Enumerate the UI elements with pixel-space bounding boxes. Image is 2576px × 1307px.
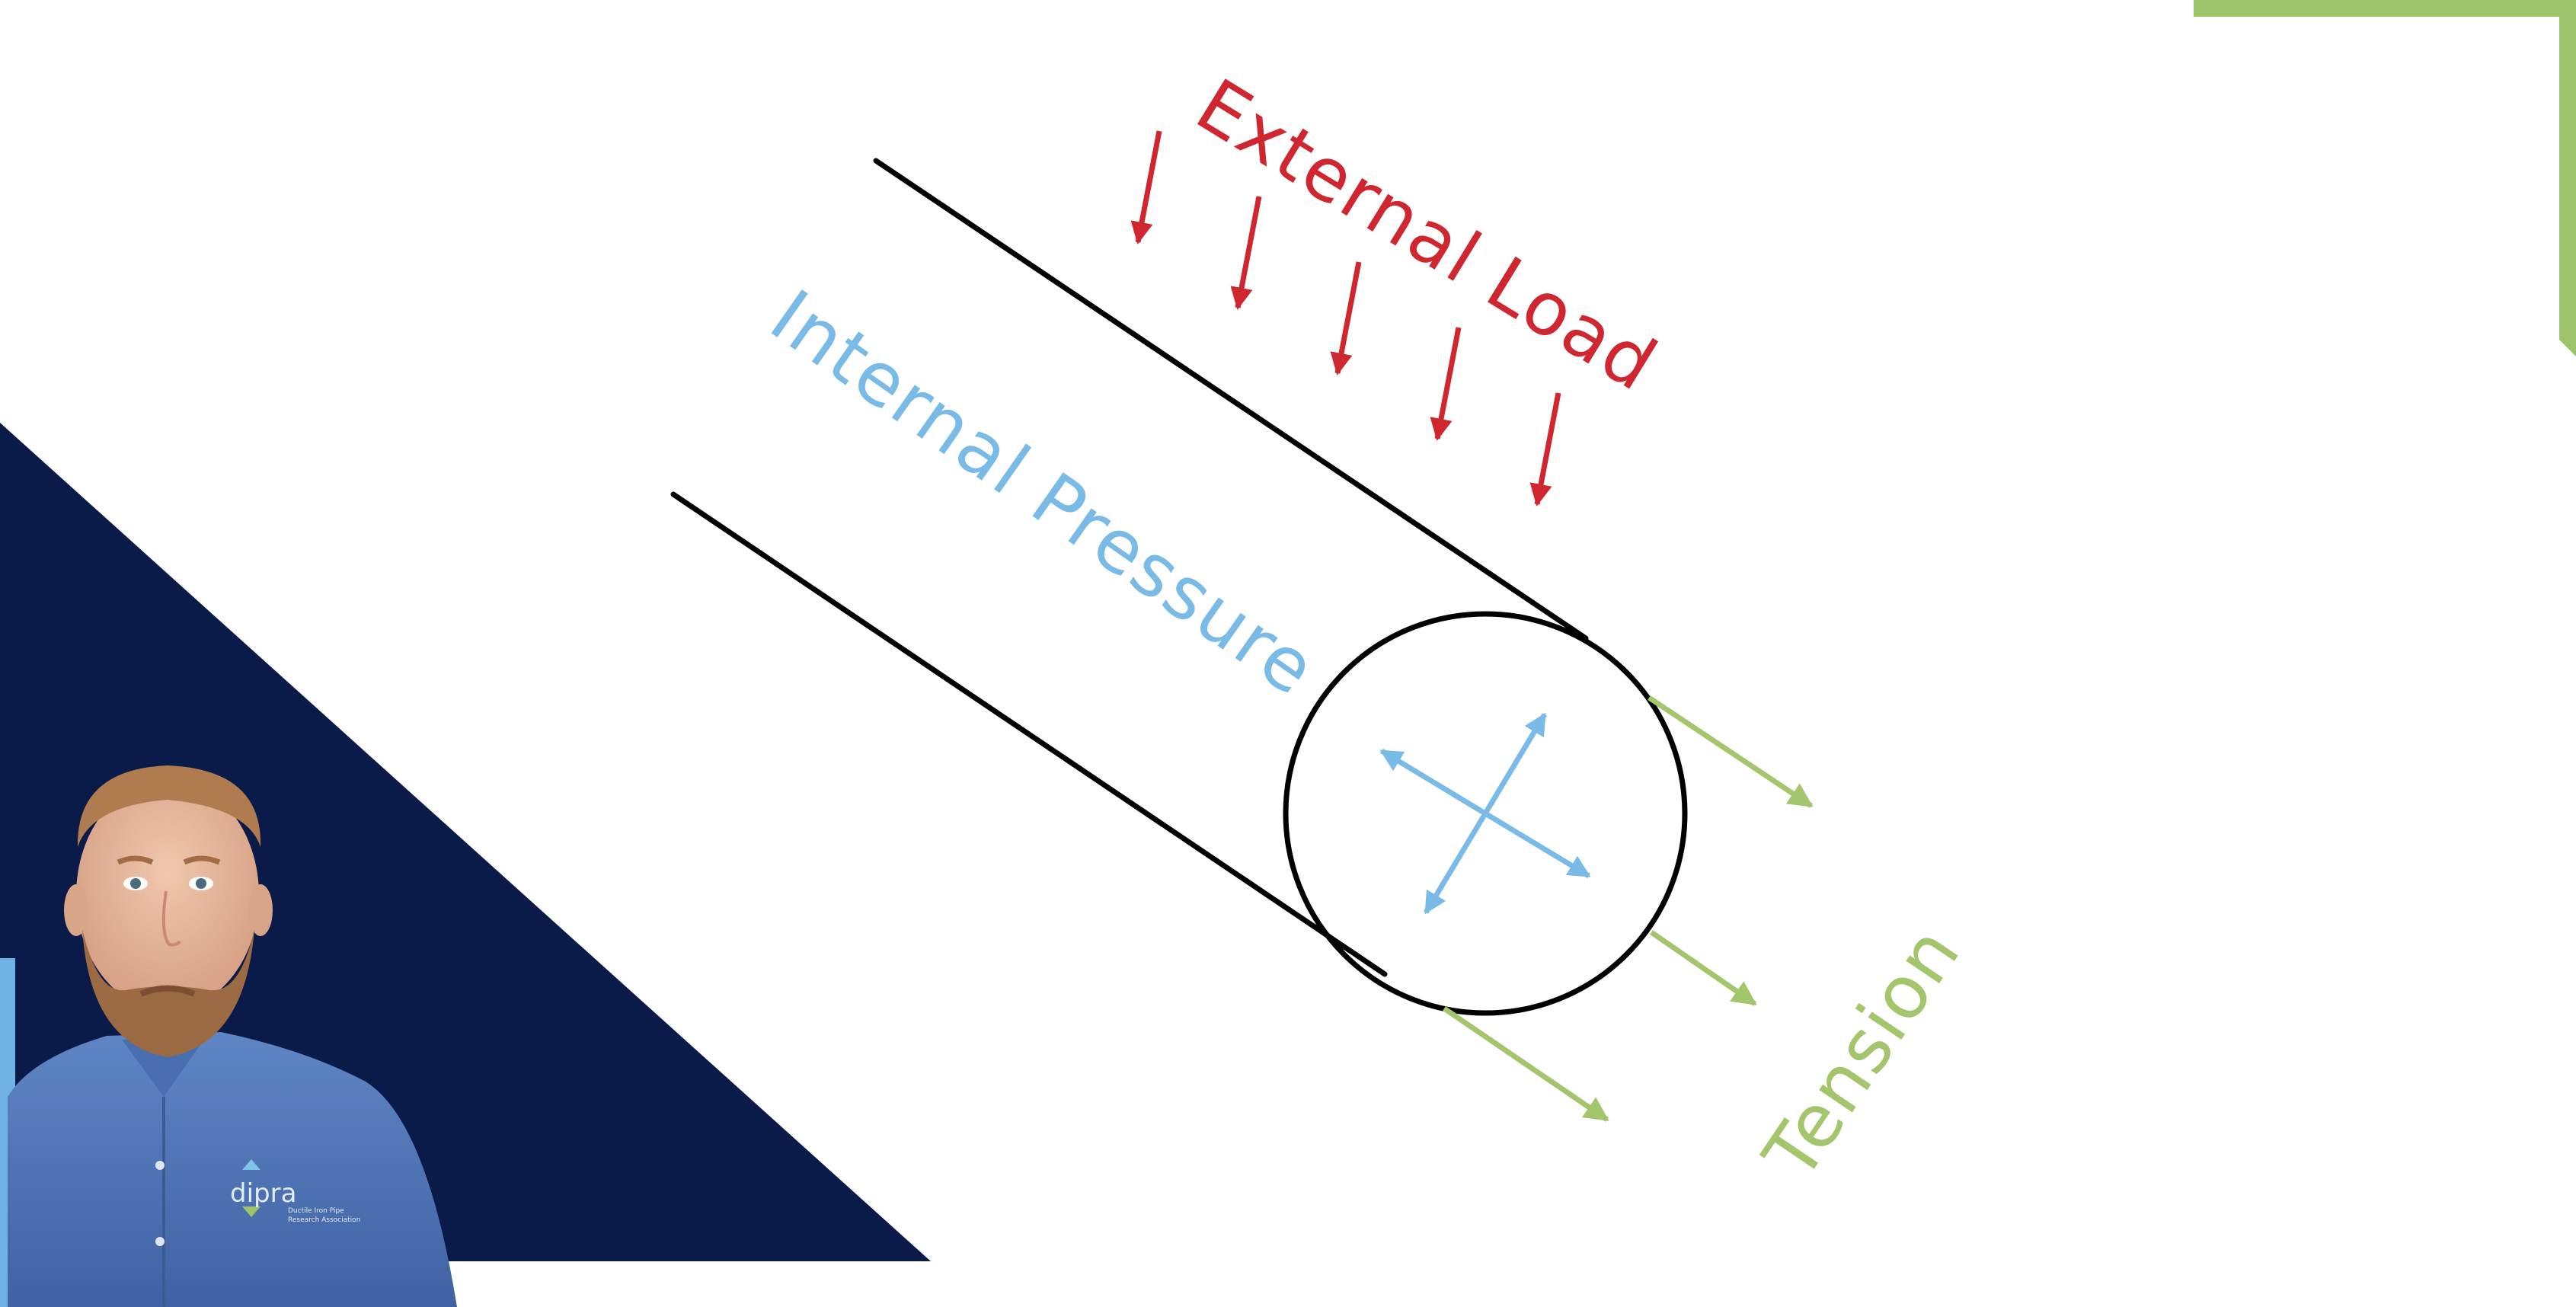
arrow-diagonal-icon	[1648, 695, 1814, 808]
arrow-down-icon	[1330, 261, 1362, 375]
internal-pressure-label: Internal Pressure	[756, 273, 1331, 712]
arrow-diagonal-icon	[1650, 930, 1757, 1006]
svg-text:dipra: dipra	[230, 1178, 296, 1209]
svg-text:Ductile Iron Pipe: Ductile Iron Pipe	[288, 1207, 344, 1215]
pipe	[670, 158, 1688, 1016]
internal-pressure-arrows	[1379, 712, 1591, 915]
presenter-photo: dipra Ductile Iron Pipe Research Associa…	[8, 765, 457, 1307]
tension-arrows	[1443, 695, 1814, 1122]
arrow-down-icon	[1430, 327, 1462, 441]
svg-text:Research Association: Research Association	[288, 1216, 360, 1224]
pipe-bottom-wall	[670, 491, 1388, 977]
pipe-top-wall	[873, 158, 1589, 641]
green-right-bar	[2559, 0, 2576, 356]
external-load-arrows	[1130, 130, 1561, 507]
arrow-down-icon	[1130, 130, 1162, 244]
pipe-cross-section	[1283, 611, 1688, 1016]
arrow-down-icon	[1529, 392, 1561, 507]
arrow-down-icon	[1230, 196, 1262, 310]
external-load-label: External Load	[1182, 62, 1672, 407]
double-arrow-icon	[1482, 712, 1548, 815]
arrow-diagonal-icon	[1443, 1006, 1609, 1122]
green-top-bar	[2194, 0, 2576, 17]
tension-label: Tension	[1747, 911, 1977, 1194]
double-arrow-icon	[1379, 749, 1487, 816]
bottom-white-strip	[518, 1264, 2576, 1307]
double-arrow-icon	[1423, 812, 1488, 915]
double-arrow-icon	[1484, 811, 1591, 878]
dipra-logo: dipra Ductile Iron Pipe Research Associa…	[230, 1159, 360, 1224]
